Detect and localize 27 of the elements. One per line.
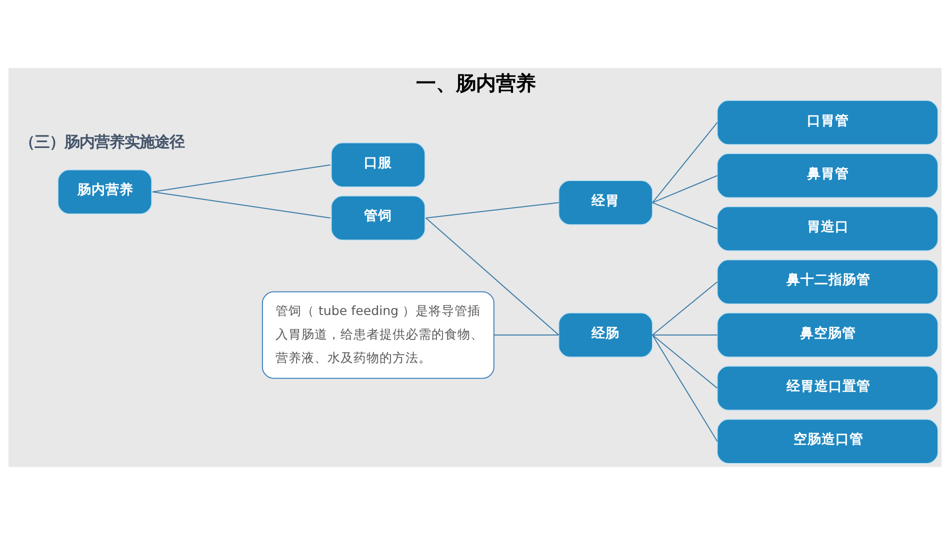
label: （三）肠内营养实施途径 — [19, 132, 184, 151]
node-box: 口胃管 — [716, 100, 938, 145]
node-box: 鼻十二指肠管 — [716, 259, 938, 304]
node-box: 空肠造口管 — [716, 418, 938, 464]
connector — [652, 334, 718, 442]
node-box: 口服 — [330, 142, 426, 188]
connector — [152, 191, 331, 218]
node-box: 管饲 — [330, 195, 426, 240]
node-box: 经肠 — [558, 312, 653, 358]
connector — [652, 334, 718, 389]
connector — [652, 122, 718, 204]
connector — [652, 202, 718, 230]
node-box: 胃造口 — [716, 206, 938, 252]
connector — [425, 217, 560, 336]
node-box: 肠内营养 — [58, 169, 152, 214]
connector — [652, 175, 718, 204]
diagram-title: 一、肠内营养 — [416, 72, 536, 96]
node-box: 经胃 — [558, 180, 653, 226]
connector — [652, 281, 718, 336]
node-box: 鼻空肠管 — [716, 312, 938, 358]
connector — [494, 334, 560, 336]
connector — [152, 164, 331, 192]
connector — [652, 334, 718, 336]
node-box: 管饲（ tube feeding ）是将导管插入胃肠道，给患者提供必需的食物、营养液、水及药物的方法。 — [262, 291, 494, 379]
node-box: 鼻胃管 — [716, 153, 938, 198]
node-box: 经胃造口置管 — [716, 366, 938, 411]
connector — [425, 202, 560, 218]
